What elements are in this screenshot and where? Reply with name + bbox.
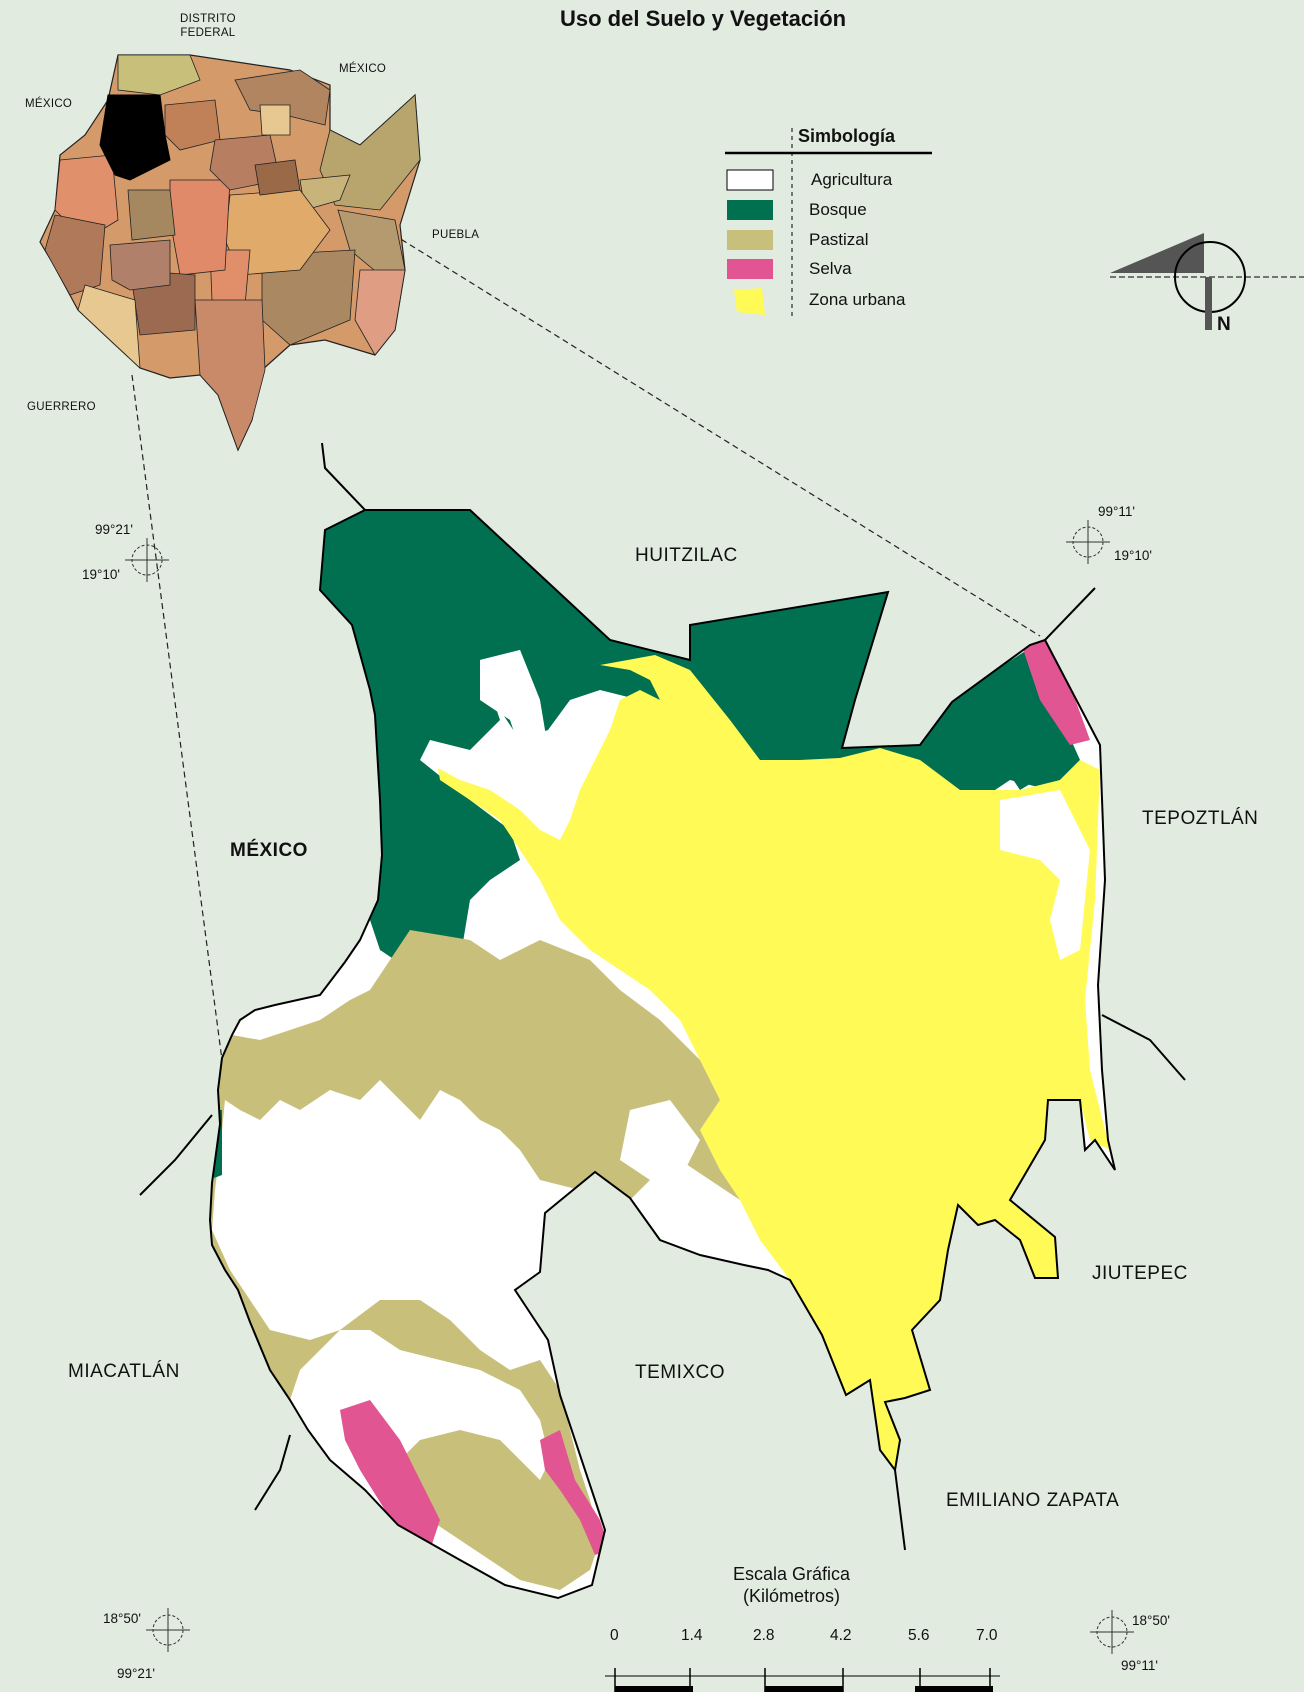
legend-swatch-urbana [734, 288, 765, 315]
agricultura-zone [620, 1100, 700, 1180]
legend-swatch-agricultura [726, 169, 774, 191]
pastizal-zone [210, 930, 740, 1590]
inset-label-distrito-federal: DISTRITO FEDERAL [180, 12, 236, 40]
neighbor-label-tepoztlan: TEPOZTLÁN [1142, 808, 1259, 829]
neighbor-label-emiliano-zapata: EMILIANO ZAPATA [946, 1490, 1120, 1511]
neighbor-label-jiutepec: JIUTEPEC [1092, 1263, 1188, 1284]
neighbor-label-temixco: TEMIXCO [635, 1362, 726, 1383]
inset-label-guerrero: GUERRERO [27, 401, 96, 413]
neighbor-label-huitzilac: HUITZILAC [635, 545, 738, 566]
selva-zone [1020, 630, 1090, 745]
legend-label-bosque: Bosque [809, 200, 867, 219]
agricultura-zone [1000, 790, 1090, 960]
legend-label-selva: Selva [809, 259, 852, 278]
coord-ne-lat: 19°10' [1114, 548, 1153, 563]
bosque-zone [880, 648, 1080, 800]
agricultura-zone [285, 1100, 330, 1270]
inset-label-puebla: PUEBLA [432, 229, 480, 241]
legend-swatch-bosque [727, 200, 773, 220]
north-label: N [1217, 314, 1231, 335]
scale-tick-label: 5.6 [908, 1627, 930, 1644]
coord-sw-lon: 99°21' [117, 1666, 156, 1681]
inset-locator-map [39, 54, 421, 452]
coord-se-lon: 99°11' [1121, 1658, 1159, 1673]
coordinate-marker-icons [125, 520, 1134, 1654]
legend [725, 128, 932, 318]
urbana-zone [438, 655, 1110, 1470]
neighbor-label-mexico: MÉXICO [230, 840, 308, 861]
neighbor-label-miacatlan: MIACATLÁN [68, 1361, 180, 1382]
inset-label-mexico-left: MÉXICO [25, 98, 73, 110]
scale-title-text: Escala Gráfica (Kilómetros) [733, 1564, 851, 1606]
scale-tick-label: 7.0 [976, 1627, 998, 1644]
bosque-zone [300, 510, 1070, 1000]
legend-swatch-pastizal [727, 230, 773, 250]
north-arrow-icon [1110, 233, 1304, 330]
selva-zone [540, 1430, 610, 1555]
inset-label-distrito-federal-text: DISTRITO FEDERAL [180, 13, 236, 39]
scale-bar [605, 1668, 1000, 1692]
coord-nw-lon: 99°21' [95, 522, 134, 537]
legend-label-agricultura: Agricultura [811, 170, 893, 189]
scale-tick-label: 4.2 [830, 1627, 852, 1644]
selected-municipality [99, 94, 171, 181]
neighbor-boundaries [139, 442, 1186, 1551]
inset-leader-line [131, 374, 223, 1061]
scale-title: Escala Gráfica (Kilómetros) [733, 1563, 850, 1607]
coord-ne-lon: 99°11' [1098, 504, 1136, 519]
agricultura-zone [480, 650, 550, 780]
legend-label-pastizal: Pastizal [809, 230, 869, 249]
legend-swatch-selva [727, 259, 773, 279]
map-title: Uso del Suelo y Vegetación [560, 6, 847, 31]
scale-tick-label: 2.8 [753, 1627, 775, 1644]
legend-label-zona-urbana: Zona urbana [809, 290, 906, 309]
selva-zone [340, 1400, 440, 1550]
scale-tick-label: 0 [610, 1627, 619, 1644]
coord-sw-lat: 18°50' [103, 1611, 142, 1626]
legend-title: Simbología [798, 126, 896, 146]
coord-se-lat: 18°50' [1132, 1613, 1171, 1628]
inset-label-mexico-top: MÉXICO [339, 63, 387, 75]
coord-nw-lat: 19°10' [82, 567, 121, 582]
scale-tick-label: 1.4 [681, 1627, 703, 1644]
municipality-boundary [208, 509, 1116, 1600]
